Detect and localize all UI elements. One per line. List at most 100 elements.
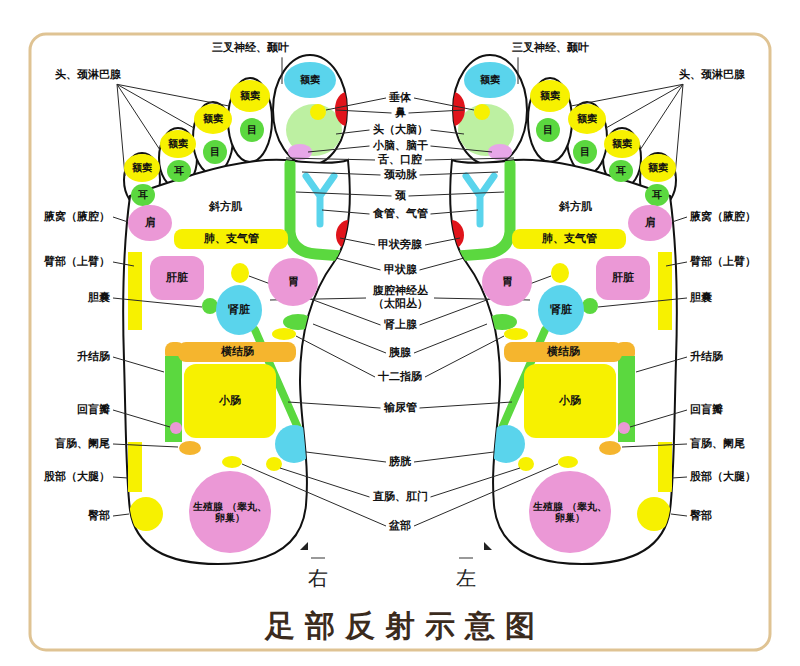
pelvis-zone (222, 456, 242, 468)
reflex-zone: 肝脏 (596, 256, 650, 300)
leader-line (308, 146, 370, 152)
zone-fill (128, 205, 172, 241)
reflex-zone: 额窦 (284, 62, 336, 98)
big-toe-zones (286, 92, 347, 160)
foot-marker-line (459, 557, 473, 558)
zone-fill (524, 364, 616, 438)
part-label: 臀部 (88, 510, 110, 523)
reflex-zone: 胃 (268, 258, 318, 306)
leader-line (117, 84, 194, 128)
leader-line (117, 84, 229, 106)
zone-name: 额窦 (300, 74, 320, 86)
part-label: 输尿管 (384, 402, 417, 415)
leader-line (113, 444, 178, 447)
upper-arm-zone (128, 252, 142, 330)
reflex-zone: 耳 (609, 160, 633, 182)
zone-fill (482, 258, 532, 306)
zone-name: 胃 (502, 276, 513, 289)
reflex-zone: 额窦 (230, 80, 270, 112)
leader-line (336, 258, 381, 270)
zone-fill (609, 160, 633, 182)
reflex-zone: 额窦 (530, 80, 570, 112)
part-label: 垂体 (389, 92, 411, 105)
reflex-zone: 横结肠 (504, 342, 622, 362)
part-label: 三叉神经、颞叶 (512, 42, 589, 55)
reflex-zone: 小肠 (184, 364, 276, 438)
zone-fill (189, 471, 271, 553)
leader-line (666, 262, 687, 266)
pituitary-zone (310, 104, 326, 120)
zone-fill (268, 258, 318, 306)
zone-name: 额窦 (648, 162, 668, 174)
zone-name: 生殖腺 （睾丸、卵巢） (533, 501, 607, 524)
leader-line (296, 336, 375, 377)
zone-fill (184, 364, 276, 438)
leader-line (113, 514, 129, 516)
zone-fill (160, 130, 196, 158)
zone-name: 目 (247, 124, 257, 136)
part-label: 斜方肌 (559, 201, 592, 214)
zone-fill (124, 154, 160, 182)
reflex-zone: 额窦 (464, 62, 516, 98)
leader-line (420, 172, 499, 175)
zone-name: 额窦 (612, 138, 632, 150)
reflex-zone: 小肠 (524, 364, 616, 438)
reflex-zone: 肝脏 (150, 256, 204, 300)
zone-name: 耳 (174, 165, 184, 177)
leader-line (113, 357, 164, 372)
part-label: 鼻 (395, 107, 406, 120)
leader-line (414, 452, 494, 462)
zone-fill (240, 118, 264, 142)
zone-name: 额窦 (540, 90, 560, 102)
leader-line (431, 210, 479, 214)
zone-fill (568, 104, 606, 134)
zone-name: 肾脏 (550, 304, 572, 317)
part-label: 胆囊 (88, 292, 110, 305)
part-label: 回盲瓣 (77, 404, 110, 417)
esophagus-zone (306, 176, 334, 224)
chart-title: 足部反射示意图 (265, 609, 545, 642)
leader-line (425, 158, 514, 160)
reflex-zone: 肾脏 (538, 285, 584, 335)
reflex-zone: 生殖腺 （睾丸、卵巢） (189, 471, 271, 553)
zone-fill (645, 184, 669, 206)
part-label: 腋窝（腋腔） (690, 211, 756, 224)
foot-marker (484, 542, 492, 550)
leader-line (606, 84, 683, 128)
zone-fill (628, 205, 672, 241)
toe-outline (193, 102, 233, 174)
reflex-zone: 额窦 (124, 154, 160, 182)
part-label: 臂部（上臂） (44, 256, 110, 269)
zone-fill (538, 285, 584, 335)
sole-outline (123, 160, 350, 564)
adrenal-zone (231, 263, 249, 283)
leader-line (322, 210, 370, 214)
zone-fill (216, 285, 262, 335)
leader-line (409, 192, 505, 196)
part-label: 颈 (395, 190, 406, 203)
gallbladder-zone (202, 298, 218, 314)
leader-line (282, 57, 283, 84)
part-label: 股部（大腿） (44, 471, 110, 484)
part-label: 头（大脑） (373, 124, 428, 137)
zone-name: 耳 (138, 189, 148, 201)
thigh-zone (128, 442, 142, 492)
part-label: 升结肠 (690, 351, 723, 364)
leader-line (326, 98, 386, 110)
leader-line (313, 324, 386, 353)
zone-name: 目 (210, 146, 220, 158)
reflex-zone: 肺、支气管 (174, 229, 288, 249)
zone-fill (167, 160, 191, 182)
buttock-zone (129, 497, 163, 531)
leader-line (431, 146, 493, 152)
part-label: 股部（大腿） (690, 471, 756, 484)
reflex-zone: 生殖腺 （睾丸、卵巢） (529, 471, 611, 553)
zone-name: 横结肠 (221, 346, 254, 359)
bladder-zone (275, 425, 313, 463)
zone-name: 横结肠 (547, 346, 580, 359)
part-label: 回盲瓣 (690, 404, 723, 417)
reflex-zone: 目 (573, 140, 597, 164)
part-label: 盲肠、阑尾 (690, 438, 745, 451)
leader-line (420, 258, 465, 270)
